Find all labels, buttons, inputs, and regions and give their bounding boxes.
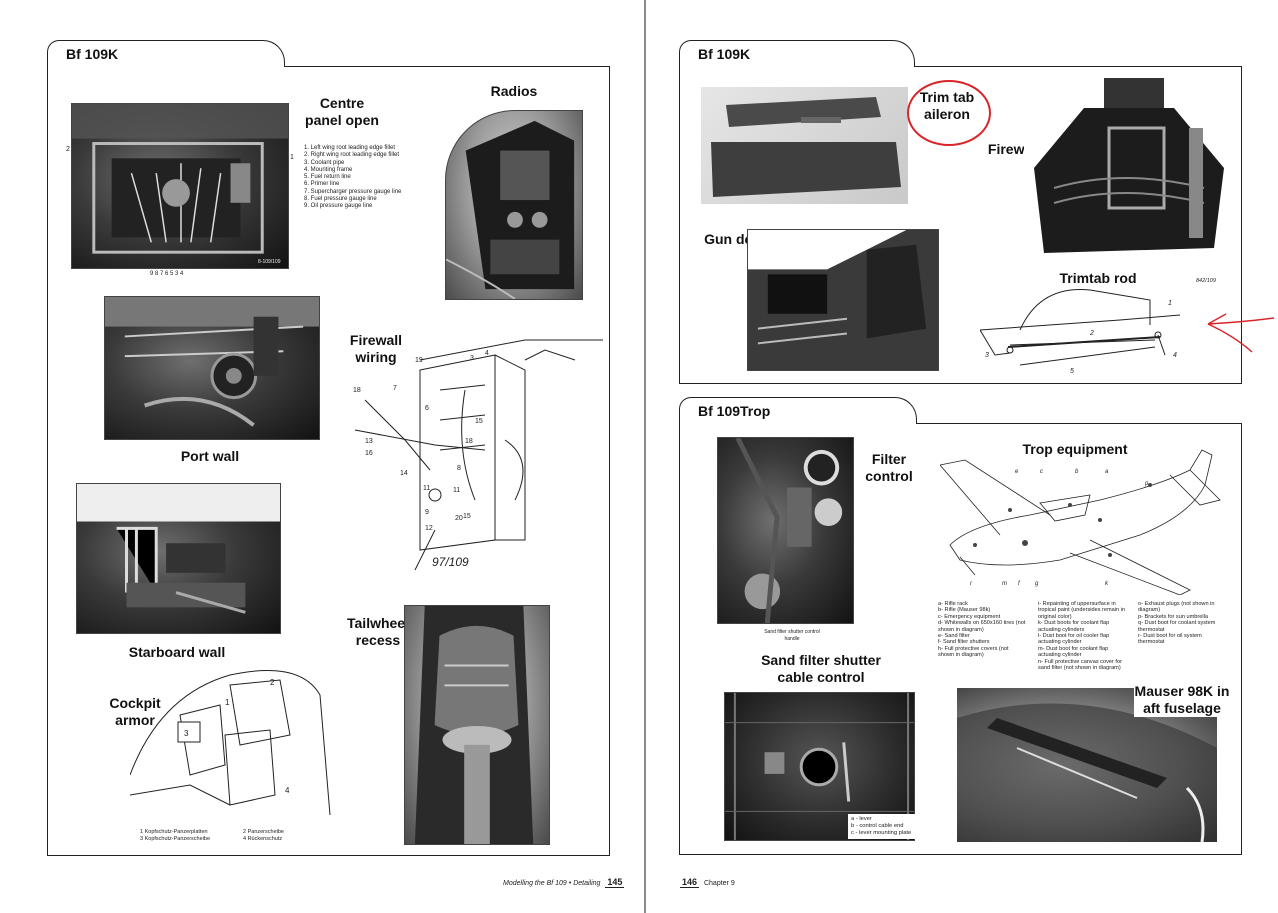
svg-text:g: g [1035,581,1039,587]
right-page-header-bottom: Bf 109Trop [698,403,771,419]
caption-mauser-98k: Mauser 98K in aft fuselage [1134,683,1230,717]
svg-text:r: r [970,581,973,587]
caption-port-wall: Port wall [180,448,240,464]
footer-section: Detailing [573,880,601,887]
port-wall-photo [104,296,320,440]
trimtab-annotation-arrow [1204,308,1276,358]
caption-cockpit-armor: Cockpit armor [109,695,161,728]
svg-text:12: 12 [425,525,433,532]
centre-callout-1: 1 [290,154,294,161]
book-spine [644,0,646,913]
gun-deck-photo [747,229,939,371]
left-page-footer: Modelling the Bf 109 • Detailing 145 [503,877,625,888]
cockpit-armor-drawing: 3 1 2 4 [129,655,335,825]
caption-starboard-wall: Starboard wall [128,644,226,660]
armor-legend-col2: 2 Panzerscheibe 4 Rückenschutz [243,829,284,842]
centre-photo-ref: 8-109/109 [258,259,281,265]
svg-text:15: 15 [463,513,471,520]
page-number-left: 145 [605,877,625,888]
right-page-header-top: Bf 109K [698,46,751,62]
trimtab-num-3: 3 [985,352,989,359]
firewall-photo [1024,78,1229,268]
caption-trimtab-rod: Trimtab rod [1059,270,1137,286]
caption-radios: Radios [490,83,538,99]
filter-control-photo [717,437,854,624]
right-page-header-tab-bottom: Bf 109Trop [679,397,917,423]
svg-text:11: 11 [423,485,430,492]
trop-equipment-diagram: e c b a p r m f g k [939,445,1230,596]
svg-text:8: 8 [457,465,461,472]
svg-text:f: f [1018,581,1021,587]
trim-tab-aileron-photo [701,87,908,204]
svg-text:19: 19 [415,357,423,364]
sand-filter-handle-label: Sand filter shutter control handle [764,629,820,642]
svg-text:3: 3 [184,729,189,738]
footer-chapter: Chapter 9 [703,880,735,887]
firewall-drawing-ref: 97/109 [432,555,469,569]
svg-text:3: 3 [470,355,474,362]
trimtab-num-1: 1 [1168,300,1172,307]
caption-filter-control: Filter control [865,451,913,484]
left-page-header: Bf 109K [66,46,119,62]
caption-tailwheel-recess: Tailwheel recess [347,615,409,648]
starboard-wall-photo [76,483,281,634]
tailwheel-recess-photo [404,605,550,845]
radios-photo [445,110,583,300]
armor-legend-col1: 1 Kopfschutz-Panzerplatten 3 Kopfschutz-… [140,829,211,842]
svg-text:9: 9 [425,509,429,516]
svg-text:a: a [1105,469,1109,475]
svg-text:p: p [1144,481,1149,487]
svg-text:4: 4 [485,350,489,357]
caption-firewall-wiring: Firewall wiring [349,332,403,365]
svg-text:2: 2 [270,678,275,687]
trimtab-num-5: 5 [1070,368,1074,375]
svg-text:20: 20 [455,515,463,522]
caption-trop-equipment: Trop equipment [1022,441,1128,457]
caption-sand-filter-cable: Sand filter shutter cable control [761,652,881,685]
svg-text:16: 16 [365,450,373,457]
trop-legend-col1: a- Rifle rack b- Rifle (Mauser 98k) c- E… [938,601,1026,659]
svg-text:6: 6 [425,405,429,412]
centre-panel-legend: 1. Left wing root leading edge fillet 2.… [304,145,402,210]
svg-text:18: 18 [353,387,361,394]
firewall-photo-ref: 842/109 [1196,278,1216,284]
right-page-footer: 146 Chapter 9 [677,877,735,888]
trimtab-rod-drawing: 1 2 3 4 5 [979,285,1185,377]
svg-text:11: 11 [453,487,460,494]
svg-text:c: c [1040,469,1043,475]
centre-bottom-numbers: 9 8 7 6 5 3 4 [150,271,184,277]
right-page-header-tab-top: Bf 109K [679,40,915,66]
svg-text:4: 4 [285,786,290,795]
caption-centre-panel: Centre panel open [305,95,379,128]
centre-callout-2: 2 [66,146,70,153]
trim-tab-annotation-circle [907,80,991,146]
centre-panel-photo [71,103,289,269]
trimtab-num-2: 2 [1089,330,1094,337]
svg-text:14: 14 [400,470,408,477]
svg-text:b: b [1075,469,1079,475]
trimtab-num-4: 4 [1173,352,1177,359]
trop-legend-col2: i- Repainting of uppersurface in tropica… [1038,601,1126,672]
svg-text:e: e [1015,469,1019,475]
svg-text:7: 7 [393,385,397,392]
footer-book-title: Modelling the Bf 109 [503,880,567,887]
svg-text:1: 1 [225,698,230,707]
svg-text:k: k [1105,581,1109,587]
left-page-header-tab: Bf 109K [47,40,285,66]
svg-text:18: 18 [465,438,473,445]
mauser-98k-photo [957,688,1217,842]
svg-text:13: 13 [365,438,373,445]
svg-text:15: 15 [475,418,483,425]
cable-legend: a - lever b - control cable end c - leve… [848,814,918,839]
svg-text:m: m [1002,581,1007,587]
trop-legend-col3: o- Exhaust plugs (not shown in diagram) … [1138,601,1216,646]
page-number-right: 146 [680,877,700,888]
